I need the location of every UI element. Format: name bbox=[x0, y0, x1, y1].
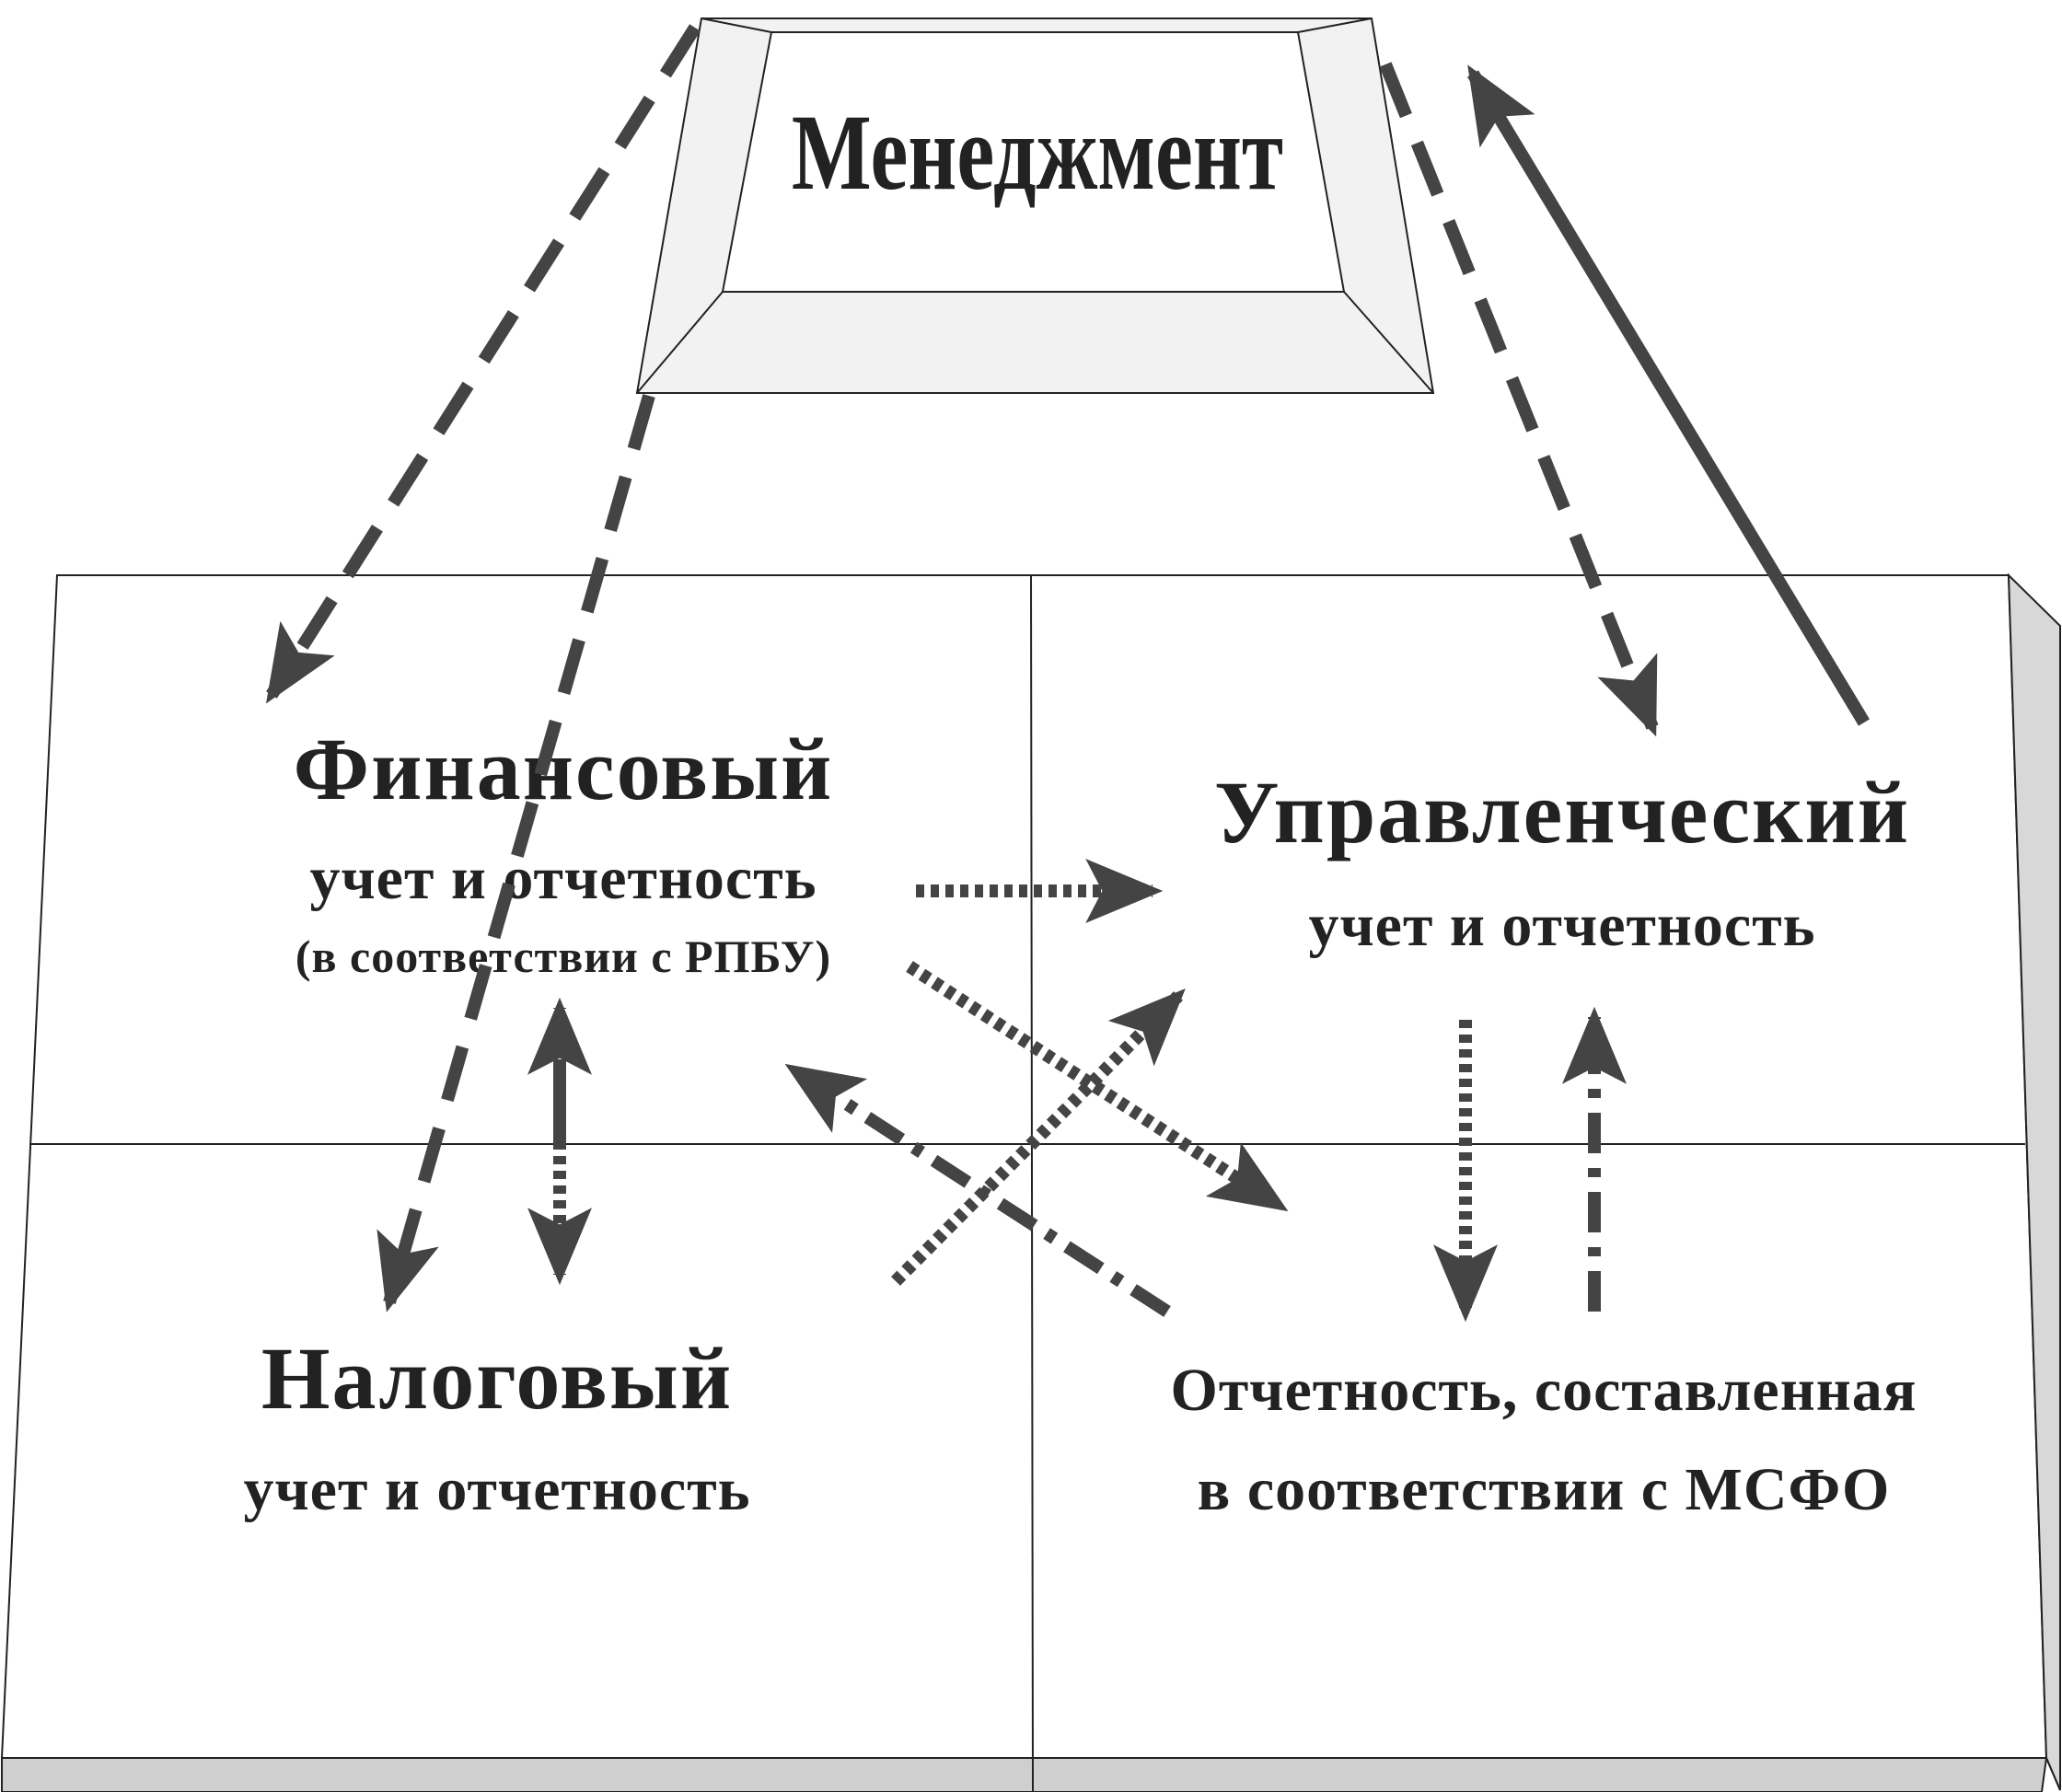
ifrs-quadrant: Отчетность, составленная в соответствии … bbox=[1170, 1357, 1917, 1523]
managerial-title: Управленческий bbox=[1214, 763, 1910, 861]
tax-subtitle: учет и отчетность bbox=[243, 1456, 750, 1523]
managerial-quadrant: Управленческий учет и отчетность bbox=[1214, 763, 1910, 959]
management-frame: Менеджмент bbox=[635, 17, 1435, 394]
platform-corner-line bbox=[2045, 1757, 2061, 1791]
arrow-ifrs-to-financial bbox=[784, 1063, 1171, 1317]
financial-title: Финансовый bbox=[294, 720, 834, 818]
arrow-management-to-managerial bbox=[1379, 62, 1659, 737]
arrow-tax-to-managerial bbox=[891, 988, 1186, 1286]
managerial-subtitle: учет и отчетность bbox=[1308, 892, 1815, 959]
divider-vertical bbox=[1030, 574, 1034, 1792]
financial-quadrant: Финансовый учет и отчетность (в соответс… bbox=[294, 720, 834, 982]
bevel-bottom-left bbox=[636, 291, 724, 394]
bevel-top-left bbox=[701, 17, 772, 33]
arrow-management-to-financial bbox=[265, 24, 701, 704]
bevel-bottom-right bbox=[1343, 291, 1434, 394]
platform-front-side bbox=[1, 1757, 2048, 1792]
ifrs-line-2: в соответствии с МСФО bbox=[1198, 1456, 1891, 1523]
financial-subtitle: учет и отчетность bbox=[309, 845, 817, 912]
arrow-managerial-to-management bbox=[1467, 64, 1870, 726]
arrows bbox=[265, 24, 1870, 1323]
tax-quadrant: Налоговый учет и отчетность bbox=[243, 1329, 750, 1523]
ifrs-line-1: Отчетность, составленная bbox=[1170, 1357, 1917, 1424]
platform bbox=[0, 572, 2061, 1792]
bevel-top-right bbox=[1297, 17, 1373, 33]
tax-title: Налоговый bbox=[261, 1329, 733, 1428]
financial-standard-note: (в соответствии с РПБУ) bbox=[295, 931, 831, 982]
arrow-management-to-tax bbox=[376, 394, 655, 1312]
management-label: Менеджмент bbox=[792, 92, 1283, 212]
